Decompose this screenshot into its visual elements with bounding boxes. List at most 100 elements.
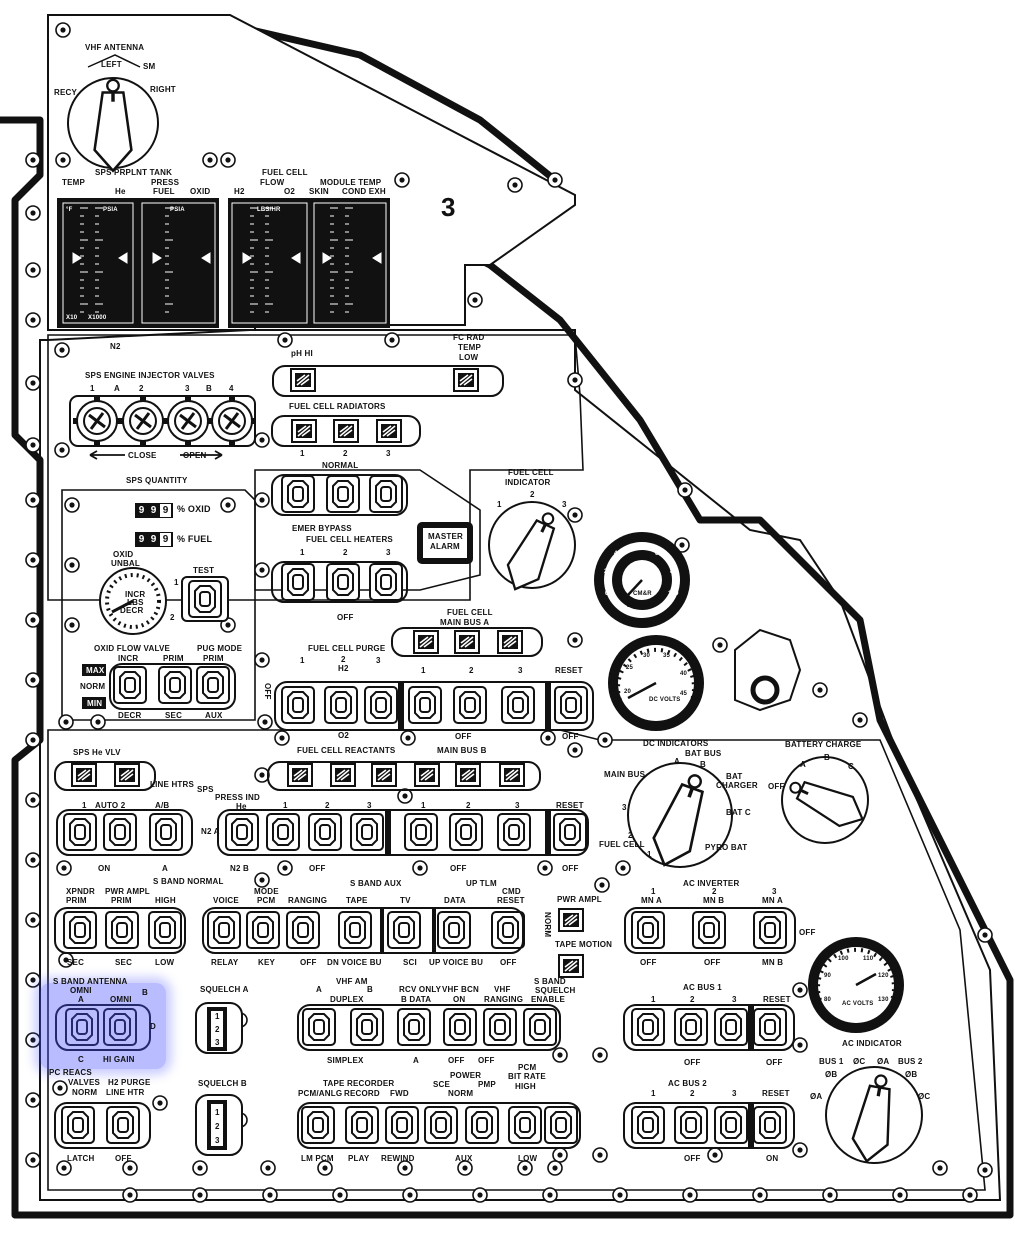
ac-bus-2-switch-3[interactable] <box>714 1106 748 1144</box>
pwr-ampl-high-switch[interactable] <box>148 911 182 949</box>
battery-charge-title: BATTERY CHARGE <box>785 740 862 749</box>
ac-bus-1-switch-3[interactable] <box>714 1008 748 1046</box>
sps-scale-psia: PSIA <box>103 207 118 213</box>
vhf-ranging-switch[interactable] <box>483 1008 517 1046</box>
fc-main-bus-a-2: MAIN BUS A <box>440 618 490 627</box>
ac-bus-1-switch-2[interactable] <box>674 1008 708 1046</box>
mode-voice-switch[interactable] <box>207 911 241 949</box>
vhf-bcn-switch[interactable] <box>443 1008 477 1046</box>
vhf-rcv-only: RCV ONLY <box>399 985 442 994</box>
up-tlm-data-switch[interactable] <box>437 911 471 949</box>
sps-he-auto-switch-2[interactable] <box>103 813 137 851</box>
sps-he-vlv-talkback-2 <box>114 763 140 787</box>
fc-bus-off-center: OFF <box>455 732 472 741</box>
ac-inverter-switch-2[interactable] <box>692 911 726 949</box>
pwr-ampl-norm: NORM <box>543 912 552 938</box>
tape-pcm-anlg-switch[interactable] <box>301 1106 335 1144</box>
fc-bus-a-switch-1[interactable] <box>408 686 442 724</box>
oxid-flow-prim-switch[interactable] <box>158 666 192 704</box>
press-n2-switch-3[interactable] <box>350 813 384 851</box>
main-bus-b-switch-2[interactable] <box>449 813 483 851</box>
fc-bus-a-switch-2[interactable] <box>453 686 487 724</box>
panel-screw <box>412 860 428 876</box>
h2-purge-switch[interactable] <box>106 1106 140 1144</box>
up-tlm-cmd-switch[interactable] <box>491 911 525 949</box>
oxid-flow-incr-switch[interactable] <box>113 666 147 704</box>
fc-rad-label-3: LOW <box>459 353 479 362</box>
vhf-simplex: SIMPLEX <box>327 1056 364 1065</box>
pug-mode-switch[interactable] <box>196 666 230 704</box>
sps-oxid-pct: % OXID <box>177 504 211 514</box>
panel-screw <box>792 1142 808 1158</box>
sps-quantity-title: SPS QUANTITY <box>126 476 188 485</box>
fc-bus-a-switch-3[interactable] <box>501 686 535 724</box>
tape-fwd-switch[interactable] <box>385 1106 419 1144</box>
sband-squelch-switch[interactable] <box>523 1008 557 1046</box>
press-n2-switch-2[interactable] <box>308 813 342 851</box>
normal-switch-2[interactable] <box>326 475 360 513</box>
line-htrs-switch[interactable] <box>149 813 183 851</box>
ac-bus-1-switch-1[interactable] <box>631 1008 665 1046</box>
fc-heater-switch-2[interactable] <box>326 563 360 601</box>
fc-heater-switch-3[interactable] <box>369 563 403 601</box>
panel-screw <box>892 1187 908 1203</box>
power-pmp-switch[interactable] <box>465 1106 499 1144</box>
ac-bus-2-switch-1[interactable] <box>631 1106 665 1144</box>
fc-purge-switch-3[interactable] <box>364 686 398 724</box>
panel-screw <box>612 1187 628 1203</box>
main-bus-b-switch-3[interactable] <box>497 813 531 851</box>
panel-screw <box>254 652 270 668</box>
fc-purge-switch-2[interactable] <box>324 686 358 724</box>
fc-purge-h2: H2 <box>338 664 349 673</box>
rcv-only-switch[interactable] <box>397 1008 431 1046</box>
ac-bus-2-reset-switch[interactable] <box>753 1106 787 1144</box>
dc-amps-cmr: CM&R <box>633 591 652 597</box>
fc-purge-switch-1[interactable] <box>281 686 315 724</box>
pcm-extra-switch[interactable] <box>544 1106 578 1144</box>
switch-group-frame <box>271 561 408 603</box>
ac-bus-1-reset-switch[interactable] <box>753 1008 787 1046</box>
fc-bus-a-reset-switch[interactable] <box>554 686 588 724</box>
oxid-flow-incr: INCR <box>118 654 139 663</box>
pug-mode-title: PUG MODE <box>197 644 243 653</box>
press-2: 2 <box>325 801 330 810</box>
ac-inverter-mnb-2: MN B <box>762 958 784 967</box>
mode-ranging-switch[interactable] <box>286 911 320 949</box>
press-ind-switch[interactable] <box>225 813 259 851</box>
main-bus-b-reset-switch[interactable] <box>553 813 587 851</box>
press-n2-switch-1[interactable] <box>266 813 300 851</box>
pwr-ampl-switch[interactable] <box>105 911 139 949</box>
pcm-bit-rate-switch[interactable] <box>508 1106 542 1144</box>
xpndr-switch[interactable] <box>63 911 97 949</box>
ac-inverter-switch-1[interactable] <box>631 911 665 949</box>
switch-group-frame <box>623 1004 795 1051</box>
normal-switch-1[interactable] <box>281 475 315 513</box>
vhf-am-a-switch[interactable] <box>302 1008 336 1046</box>
sps-quantity-test-switch[interactable] <box>188 580 222 618</box>
vhf-am-b-switch[interactable] <box>350 1008 384 1046</box>
fc-heater-switch-1[interactable] <box>281 563 315 601</box>
mode-pcm-switch[interactable] <box>246 911 280 949</box>
panel-screw <box>752 1187 768 1203</box>
sps-he-auto-switch-1[interactable] <box>63 813 97 851</box>
power-sce-switch[interactable] <box>424 1106 458 1144</box>
switch-group-frame <box>54 907 186 954</box>
sband-antenna-switch-1[interactable] <box>65 1008 99 1046</box>
main-bus-b-switch-1[interactable] <box>404 813 438 851</box>
panel-screw <box>25 732 41 748</box>
ac-inverter-switch-3[interactable] <box>753 911 787 949</box>
pc-reacs-switch[interactable] <box>61 1106 95 1144</box>
dc-volts-label: DC VOLTS <box>649 697 681 703</box>
fc-reactants-talkback-1 <box>287 763 313 787</box>
sband-normal-title: S BAND NORMAL <box>153 877 224 886</box>
fc-purge-1: 1 <box>300 656 305 665</box>
tape-record-switch[interactable] <box>345 1106 379 1144</box>
power-label: POWER <box>450 1071 482 1080</box>
injector-open: OPEN <box>183 451 207 460</box>
sband-aux-tape-switch[interactable] <box>338 911 372 949</box>
ac-bus-2-switch-2[interactable] <box>674 1106 708 1144</box>
sband-aux-tv-switch[interactable] <box>387 911 421 949</box>
sband-antenna-switch-2[interactable] <box>103 1008 137 1046</box>
normal-switch-3[interactable] <box>369 475 403 513</box>
